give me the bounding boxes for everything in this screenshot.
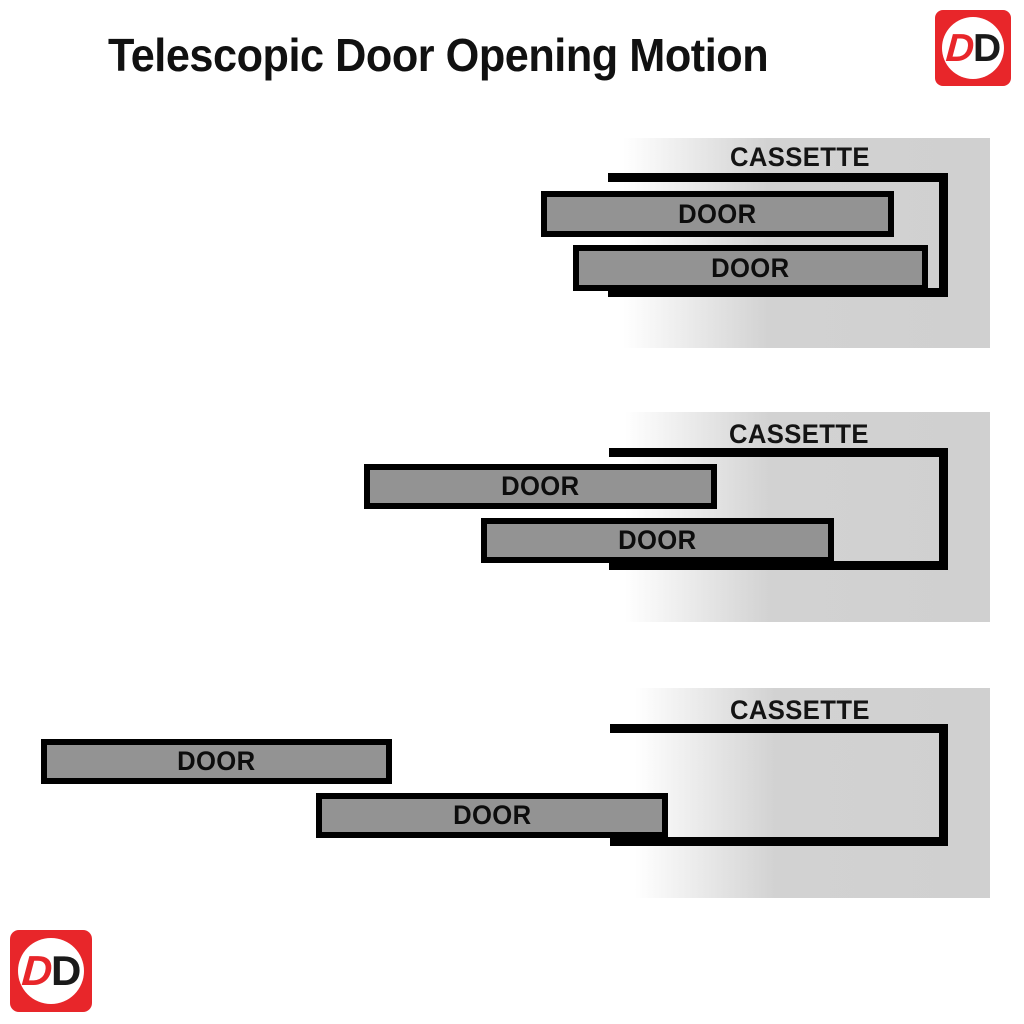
logo-letter-first: D bbox=[20, 947, 53, 994]
stage-2-door-lower: DOOR bbox=[481, 518, 834, 563]
stage-3-door-lower-label: DOOR bbox=[452, 800, 532, 830]
stage-2-cassette-label: CASSETTE bbox=[729, 419, 869, 449]
stage-3-cassette-label: CASSETTE bbox=[730, 695, 870, 725]
stage-2-cassette-frame bbox=[609, 448, 948, 570]
stage-1-door-upper: DOOR bbox=[541, 191, 894, 237]
logo-letter-second: D bbox=[973, 26, 1001, 70]
stage-1-door-lower-label: DOOR bbox=[711, 252, 790, 283]
stage-3-cassette-frame bbox=[610, 724, 948, 846]
stage-1-cassette-frame bbox=[608, 173, 948, 297]
stage-2-background bbox=[610, 412, 990, 622]
stage-3-background bbox=[620, 688, 990, 898]
stage-1-door-lower: DOOR bbox=[573, 245, 928, 291]
stage-3-door-upper: DOOR bbox=[41, 739, 392, 784]
stage-3-door-lower: DOOR bbox=[316, 793, 668, 838]
logo-letter-first: D bbox=[944, 26, 975, 70]
stage-1-cassette-label: CASSETTE bbox=[730, 142, 870, 172]
page-title: Telescopic Door Opening Motion bbox=[108, 29, 769, 81]
stage-2-door-upper-label: DOOR bbox=[501, 471, 580, 501]
logo-letter-second: D bbox=[51, 947, 81, 994]
stage-1-door-upper-label: DOOR bbox=[678, 198, 757, 229]
stage-2-door-upper: DOOR bbox=[364, 464, 717, 509]
stage-3-door-upper-label: DOOR bbox=[177, 746, 256, 776]
stage-2-door-lower-label: DOOR bbox=[618, 525, 697, 555]
